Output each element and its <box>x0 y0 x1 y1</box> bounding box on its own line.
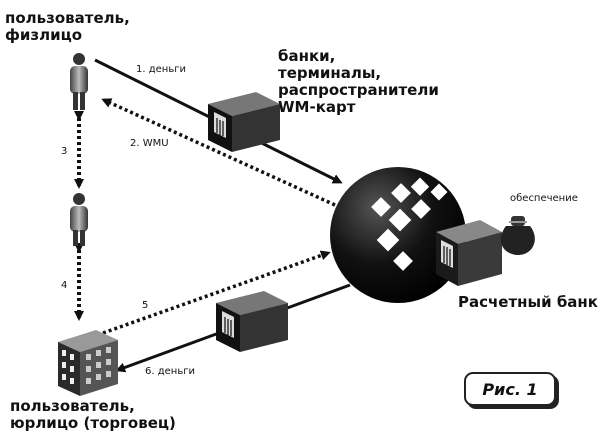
edge-label-1: 1. деньги <box>136 64 186 75</box>
edge-label-2: 2. WMU <box>130 138 169 149</box>
edge-5 <box>102 250 331 335</box>
figure-label: Рис. 1 <box>464 372 556 406</box>
money-bag-icon <box>500 216 535 256</box>
banks-terminal-icon <box>208 92 280 152</box>
company-building-icon <box>58 330 118 396</box>
node-banks: банки, терминалы, распространители WM-ка… <box>278 47 439 116</box>
node-settlement-bank: Расчетный банк <box>458 293 598 311</box>
edge-label-3: 3 <box>61 146 68 157</box>
settlement-bank-sphere <box>330 167 466 303</box>
node-user-person: пользователь, физлицо <box>5 9 130 44</box>
person-icon <box>70 53 88 110</box>
edge-label-4: 4 <box>61 280 68 291</box>
person-middle-icon <box>70 193 88 246</box>
banks-terminal-bottom-icon <box>216 291 288 352</box>
node-collateral: обеспечение <box>510 193 578 204</box>
edge-label-5: 5 <box>142 300 149 311</box>
edge-2-wmu <box>101 98 336 207</box>
edge-label-6: 6. деньги <box>145 366 195 377</box>
settlement-bank-building-icon <box>436 220 502 286</box>
node-user-company: пользователь, юрлицо (торговец) <box>10 397 176 432</box>
